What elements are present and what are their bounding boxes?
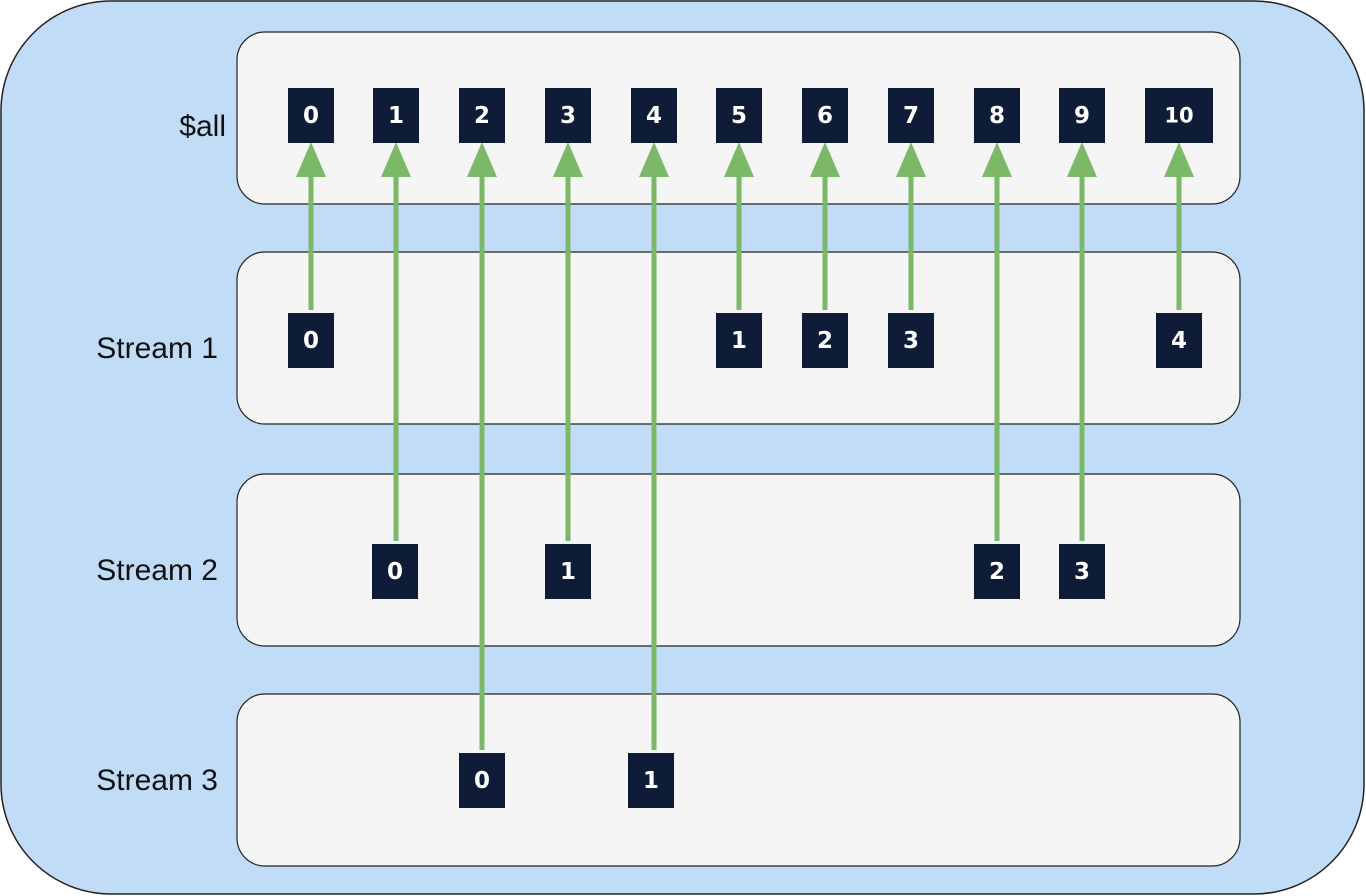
event-arrows xyxy=(296,142,1194,750)
s2-event-1: 1 xyxy=(545,544,591,599)
panel-s3 xyxy=(236,693,1241,867)
all-event-4: 4 xyxy=(631,88,677,143)
all-event-2-label: 2 xyxy=(474,103,490,129)
s1-event-3-label: 3 xyxy=(903,328,919,354)
all-event-5-label: 5 xyxy=(731,103,747,129)
all-event-8-label: 8 xyxy=(989,103,1005,129)
all-event-9-rect xyxy=(1059,88,1105,143)
s1-event-1-label: 1 xyxy=(731,328,747,354)
row-label-stream-1: Stream 1 xyxy=(96,332,218,365)
row-label-stream-3: Stream 3 xyxy=(96,764,218,797)
s1-event-2-rect xyxy=(802,313,848,368)
s2-event-2-label: 2 xyxy=(989,559,1005,585)
s1-event-2: 2 xyxy=(802,313,848,368)
s2-event-1-label: 1 xyxy=(560,559,576,585)
all-event-9: 9 xyxy=(1059,88,1105,143)
all-event-7-rect xyxy=(888,88,934,143)
s1-event-0-rect xyxy=(288,313,334,368)
s2-event-1-rect xyxy=(545,544,591,599)
all-event-4-label: 4 xyxy=(646,103,662,129)
row-label-all: $all xyxy=(179,110,226,143)
all-event-1-label: 1 xyxy=(388,103,404,129)
all-event-5-rect xyxy=(716,88,762,143)
all-event-8-rect xyxy=(974,88,1020,143)
s2-event-0-rect xyxy=(372,544,418,599)
all-event-1-rect xyxy=(373,88,419,143)
all-event-3: 3 xyxy=(545,88,591,143)
s3-event-0: 0 xyxy=(459,753,505,808)
s3-event-0-label: 0 xyxy=(474,768,490,794)
s3-event-1-rect xyxy=(628,753,674,808)
event-boxes: 0 1 2 3 4 5 6 7 8 9 10 0 1 2 3 4 0 1 2 3 0 1 xyxy=(288,88,1213,808)
all-event-1: 1 xyxy=(373,88,419,143)
all-event-10: 10 xyxy=(1145,88,1213,143)
s1-event-2-label: 2 xyxy=(817,328,833,354)
s3-event-0-rect xyxy=(459,753,505,808)
s1-event-3-rect xyxy=(888,313,934,368)
all-event-10-label: 10 xyxy=(1164,104,1193,128)
all-event-2-rect xyxy=(459,88,505,143)
all-event-3-rect xyxy=(545,88,591,143)
s1-event-1: 1 xyxy=(716,313,762,368)
all-event-6: 6 xyxy=(802,88,848,143)
all-event-0-label: 0 xyxy=(303,103,319,129)
s1-event-3: 3 xyxy=(888,313,934,368)
all-event-4-rect xyxy=(631,88,677,143)
s2-event-2-rect xyxy=(974,544,1020,599)
all-event-2: 2 xyxy=(459,88,505,143)
all-event-0-rect xyxy=(288,88,334,143)
all-event-9-label: 9 xyxy=(1074,103,1090,129)
s1-event-4-rect xyxy=(1156,313,1202,368)
all-event-0: 0 xyxy=(288,88,334,143)
all-event-10-rect xyxy=(1145,88,1213,143)
all-event-6-label: 6 xyxy=(817,103,833,129)
s1-event-0: 0 xyxy=(288,313,334,368)
s2-event-0: 0 xyxy=(372,544,418,599)
all-event-3-label: 3 xyxy=(560,103,576,129)
all-event-7-label: 7 xyxy=(903,103,919,129)
all-event-5: 5 xyxy=(716,88,762,143)
all-event-8: 8 xyxy=(974,88,1020,143)
s3-event-1-label: 1 xyxy=(643,768,659,794)
s1-event-1-rect xyxy=(716,313,762,368)
s1-event-0-label: 0 xyxy=(303,328,319,354)
panel-s2 xyxy=(236,473,1241,647)
s2-event-3-label: 3 xyxy=(1074,559,1090,585)
row-label-stream-2: Stream 2 xyxy=(96,554,218,587)
s2-event-2: 2 xyxy=(974,544,1020,599)
s1-event-4: 4 xyxy=(1156,313,1202,368)
s1-event-4-label: 4 xyxy=(1171,328,1187,354)
s2-event-3-rect xyxy=(1059,544,1105,599)
all-event-6-rect xyxy=(802,88,848,143)
all-event-7: 7 xyxy=(888,88,934,143)
s2-event-0-label: 0 xyxy=(387,559,403,585)
row-labels: $all Stream 1 Stream 2 Stream 3 xyxy=(96,110,226,797)
s3-event-1: 1 xyxy=(628,753,674,808)
s2-event-3: 3 xyxy=(1059,544,1105,599)
